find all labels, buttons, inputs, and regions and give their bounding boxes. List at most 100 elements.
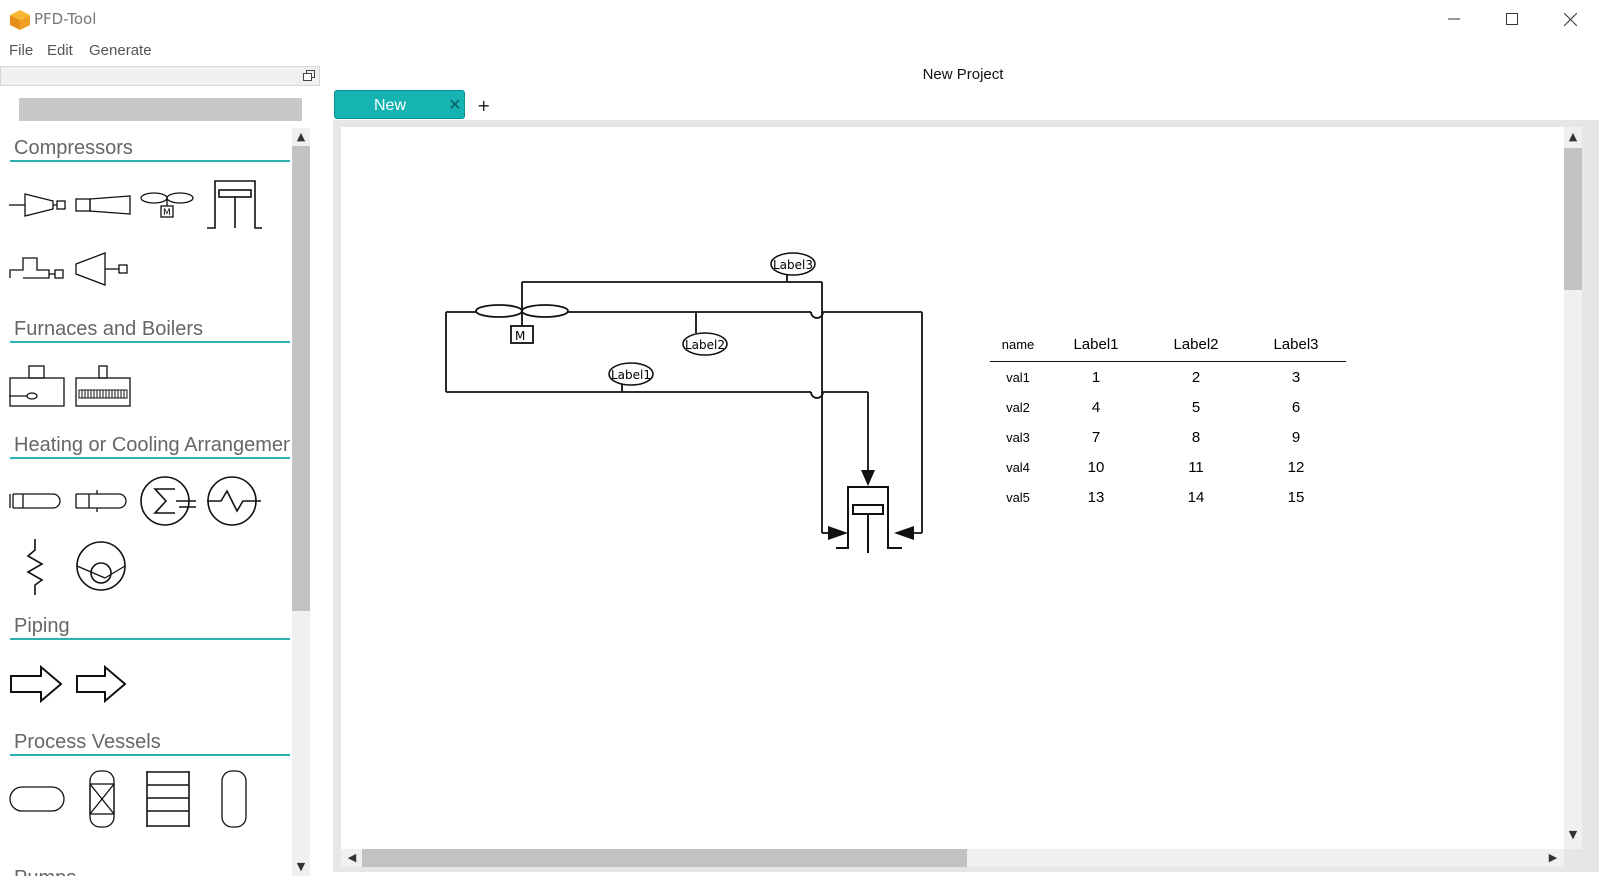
table-cell: 7 <box>1091 428 1101 446</box>
project-title: New Project <box>922 66 1004 83</box>
table-row: val1 1 2 3 <box>990 362 1346 393</box>
menu-file[interactable]: File <box>9 42 34 59</box>
heat-exchanger-symbol-4[interactable] <box>205 474 263 528</box>
heat-exchanger-symbol-3[interactable] <box>140 474 198 528</box>
tab-close-icon[interactable]: ✕ <box>448 95 462 114</box>
canvas-scroll-up-icon[interactable]: ▲ <box>1568 130 1578 143</box>
arrow-symbol-1[interactable] <box>9 664 67 704</box>
table-cell: 13 <box>1087 488 1105 506</box>
table-row: val3 7 8 9 <box>990 422 1346 452</box>
table-cell: val3 <box>1006 429 1030 445</box>
category-title-furnaces-and-boilers: Furnaces and Boilers <box>14 318 203 340</box>
palette-scroll-down-icon[interactable]: ▼ <box>296 860 306 873</box>
canvas-scroll-down-icon[interactable]: ▼ <box>1568 828 1578 841</box>
app-logo-icon <box>10 10 30 30</box>
table-cell: 15 <box>1287 488 1305 506</box>
arrowhead-down-icon <box>861 470 875 486</box>
arrow-symbol-2[interactable] <box>75 664 133 704</box>
reciprocating-compressor-symbol <box>836 486 902 553</box>
category-title-pumps: Pumps <box>14 867 290 876</box>
dock-header <box>0 66 320 86</box>
vertical-vessel-symbol[interactable] <box>220 770 250 828</box>
table-row: val4 10 11 12 <box>990 452 1346 482</box>
compressor-symbol-4[interactable] <box>205 180 263 230</box>
diagram-canvas[interactable] <box>341 127 1564 849</box>
boiler-symbol-1[interactable] <box>75 364 133 408</box>
canvas-vertical-scrollbar-thumb[interactable] <box>1564 148 1582 290</box>
table-cell: 11 <box>1188 458 1204 476</box>
table-header-row: name Label1 Label2 Label3 <box>990 330 1346 362</box>
tray-column-symbol[interactable] <box>145 770 193 828</box>
fired-heater-symbol[interactable] <box>75 540 133 594</box>
table-cell: 6 <box>1291 398 1301 416</box>
category-title-heating-cooling: Heating or Cooling Arrangements <box>14 434 290 456</box>
table-cell: 1 <box>1091 368 1101 386</box>
compressor-symbol-2[interactable] <box>75 186 133 224</box>
maximize-button[interactable] <box>1483 0 1541 38</box>
table-cell: val2 <box>1006 399 1030 415</box>
palette-scroll-up-icon[interactable]: ▲ <box>296 130 306 143</box>
palette-search-input[interactable] <box>19 98 302 121</box>
label1-bubble <box>608 362 654 386</box>
category-divider <box>10 457 290 459</box>
table-row: val5 13 14 15 <box>990 482 1346 512</box>
category-title-compressors: Compressors <box>14 137 133 159</box>
label2-text: Label2 <box>685 338 725 352</box>
label2-bubble <box>682 332 728 356</box>
canvas-vertical-scrollbar[interactable] <box>1564 127 1582 849</box>
category-divider <box>10 160 290 162</box>
table-header-cell: Label1 <box>1046 330 1146 362</box>
label1-text: Label1 <box>611 368 651 382</box>
label3-bubble <box>770 252 816 276</box>
heat-exchanger-symbol-2[interactable] <box>75 486 133 516</box>
packed-column-symbol[interactable] <box>88 770 118 828</box>
table-header-cell: Label2 <box>1146 330 1246 362</box>
fan-compressor-symbol <box>475 304 569 344</box>
motor-letter: M <box>515 329 525 343</box>
category-title-process-vessels: Process Vessels <box>14 731 161 753</box>
maximize-icon <box>1506 13 1518 25</box>
compressor-symbol-5[interactable] <box>9 250 67 288</box>
canvas-horizontal-scrollbar-thumb[interactable] <box>362 849 967 867</box>
minimize-icon <box>1448 18 1460 20</box>
table-cell: 10 <box>1087 458 1105 476</box>
heater-coil-symbol[interactable] <box>20 538 50 596</box>
horizontal-vessel-symbol[interactable] <box>9 784 67 814</box>
arrowhead-left-icon <box>894 526 914 540</box>
menu-edit[interactable]: Edit <box>47 42 73 59</box>
table-cell: 4 <box>1091 398 1101 416</box>
furnace-symbol-1[interactable] <box>9 364 67 408</box>
add-tab-button[interactable]: + <box>477 96 491 115</box>
table-cell: val4 <box>1006 459 1030 475</box>
table-cell: 14 <box>1187 488 1205 506</box>
table-cell: 5 <box>1191 398 1201 416</box>
tab-new[interactable]: New ✕ <box>334 90 465 119</box>
svg-text:M: M <box>163 208 171 218</box>
label3-text: Label3 <box>773 258 813 272</box>
table-cell: 2 <box>1191 368 1201 386</box>
close-icon <box>1563 12 1577 26</box>
category-divider <box>10 341 290 343</box>
category-title-piping: Piping <box>14 615 70 637</box>
compressor-symbol-6[interactable] <box>75 250 133 288</box>
arrowhead-right-icon <box>828 526 848 540</box>
category-divider <box>10 638 290 640</box>
symbol-palette: Compressors M Furnaces and Boilers <box>0 128 290 876</box>
heat-exchanger-symbol-1[interactable] <box>9 486 67 516</box>
minimize-button[interactable] <box>1425 0 1483 38</box>
menu-generate[interactable]: Generate <box>89 42 152 59</box>
table-cell: 12 <box>1287 458 1305 476</box>
palette-scrollbar-thumb[interactable] <box>292 146 310 611</box>
canvas-scroll-left-icon[interactable]: ◀ <box>347 851 357 864</box>
table-header-cell: name <box>990 330 1046 362</box>
canvas-scroll-right-icon[interactable]: ▶ <box>1548 851 1558 864</box>
close-window-button[interactable] <box>1541 0 1599 38</box>
undock-icon[interactable] <box>303 70 315 82</box>
compressor-symbol-3[interactable]: M <box>140 186 198 224</box>
table-cell: val5 <box>1006 489 1030 505</box>
table-cell: 8 <box>1191 428 1201 446</box>
compressor-symbol-1[interactable] <box>9 186 67 224</box>
table-cell: 9 <box>1291 428 1301 446</box>
table-header-cell: Label3 <box>1246 330 1346 362</box>
tab-label: New <box>373 97 406 114</box>
